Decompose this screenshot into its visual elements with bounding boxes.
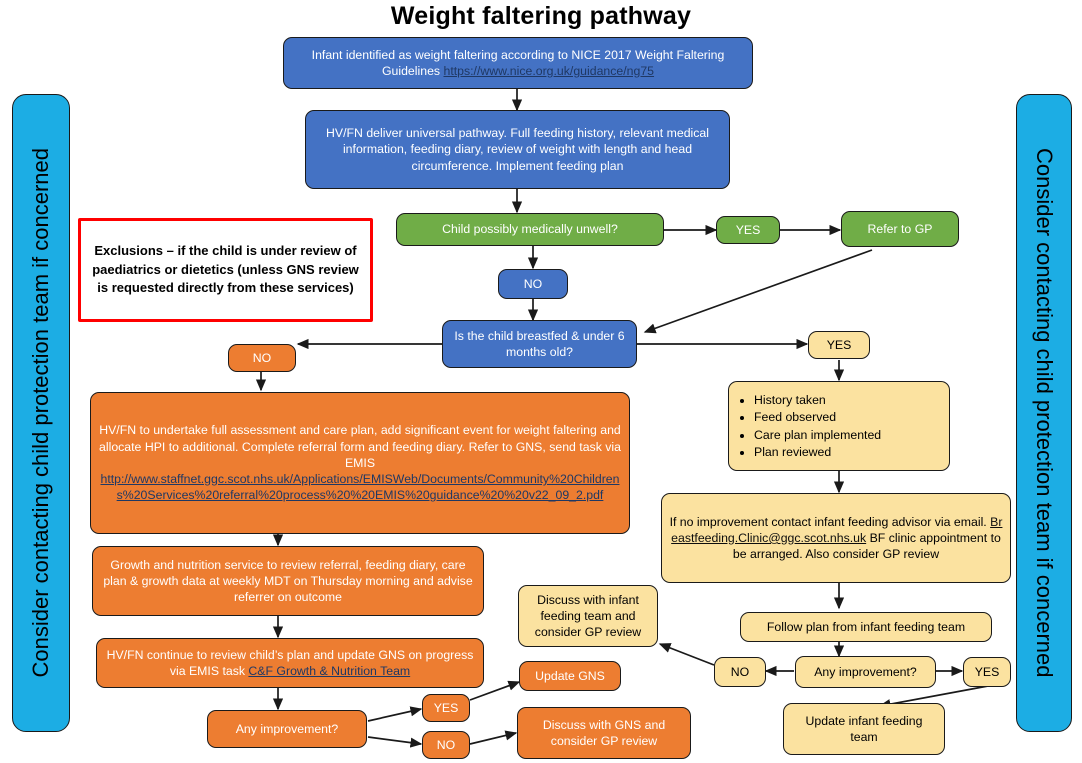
banner-left-child-protection: Consider contacting child protection tea… [12, 94, 70, 732]
node-refer-to-gp[interactable]: Refer to GP [841, 211, 959, 247]
node-unwell-yes[interactable]: YES [716, 216, 780, 244]
node-follow-plan-infant-feeding-team[interactable]: Follow plan from infant feeding team [740, 612, 992, 642]
node-unwell-no[interactable]: NO [498, 269, 568, 299]
node-left-any-improvement[interactable]: Any improvement? [207, 710, 367, 748]
node-right-no[interactable]: NO [714, 657, 766, 687]
banner-right-text: Consider contacting child protection tea… [1032, 148, 1057, 678]
node-update-gns[interactable]: Update GNS [519, 661, 621, 691]
node-assessment-text: HV/FN to undertake full assessment and c… [99, 423, 621, 470]
nice-guideline-link[interactable]: https://www.nice.org.uk/guidance/ng75 [443, 64, 655, 78]
node-discuss-with-infant-feeding-team[interactable]: Discuss with infant feeding team and con… [518, 585, 658, 647]
list-item: History taken [754, 392, 881, 408]
list-item: Plan reviewed [754, 444, 881, 460]
node-left-no[interactable]: NO [422, 731, 470, 759]
emis-guidance-link[interactable]: http://www.staffnet.ggc.scot.nhs.uk/Appl… [100, 472, 620, 503]
node-assessment-checklist[interactable]: History taken Feed observed Care plan im… [728, 381, 950, 471]
banner-right-child-protection: Consider contacting child protection tea… [1016, 94, 1072, 732]
node-update-infant-feeding-team[interactable]: Update infant feeding team [783, 703, 945, 755]
node-breastfed-question[interactable]: Is the child breastfed & under 6 months … [442, 320, 637, 368]
node-start-text: Infant identified as weight faltering ac… [311, 47, 725, 78]
banner-left-text: Consider contacting child protection tea… [28, 148, 53, 678]
node-hvfn-assessment-referral[interactable]: HV/FN to undertake full assessment and c… [90, 392, 630, 534]
node-medically-unwell-question[interactable]: Child possibly medically unwell? [396, 213, 664, 246]
node-right-yes[interactable]: YES [963, 657, 1011, 687]
node-universal-pathway[interactable]: HV/FN deliver universal pathway. Full fe… [305, 110, 730, 189]
node-left-yes[interactable]: YES [422, 694, 470, 722]
checklist-list: History taken Feed observed Care plan im… [736, 391, 881, 461]
exclusions-note: Exclusions – if the child is under revie… [78, 218, 373, 322]
page-title: Weight faltering pathway [390, 2, 692, 30]
node-breastfed-yes[interactable]: YES [808, 331, 870, 359]
no-improvement-text-1: If no improvement contact infant feeding… [669, 514, 991, 529]
list-item: Feed observed [754, 409, 881, 425]
node-discuss-with-gns[interactable]: Discuss with GNS and consider GP review [517, 707, 691, 759]
node-hvfn-continue-review[interactable]: HV/FN continue to review child’s plan an… [96, 638, 484, 688]
node-start-infant-identified[interactable]: Infant identified as weight faltering ac… [283, 37, 753, 89]
list-item: Care plan implemented [754, 427, 881, 443]
node-no-improvement-contact-advisor[interactable]: If no improvement contact infant feeding… [661, 493, 1011, 583]
node-breastfed-no[interactable]: NO [228, 344, 296, 372]
node-gns-review[interactable]: Growth and nutrition service to review r… [92, 546, 484, 616]
emis-task-link[interactable]: C&F Growth & Nutrition Team [248, 664, 411, 678]
node-hvfn-continue-text: HV/FN continue to review child’s plan an… [106, 647, 474, 678]
node-right-any-improvement[interactable]: Any improvement? [795, 656, 936, 688]
breastfeeding-clinic-email-link[interactable]: Breastfeeding.Clinic@ggc.scot.nhs.uk [671, 514, 1003, 545]
no-improvement-text-2: BF clinic appointment to be arranged. Al… [732, 530, 1001, 562]
